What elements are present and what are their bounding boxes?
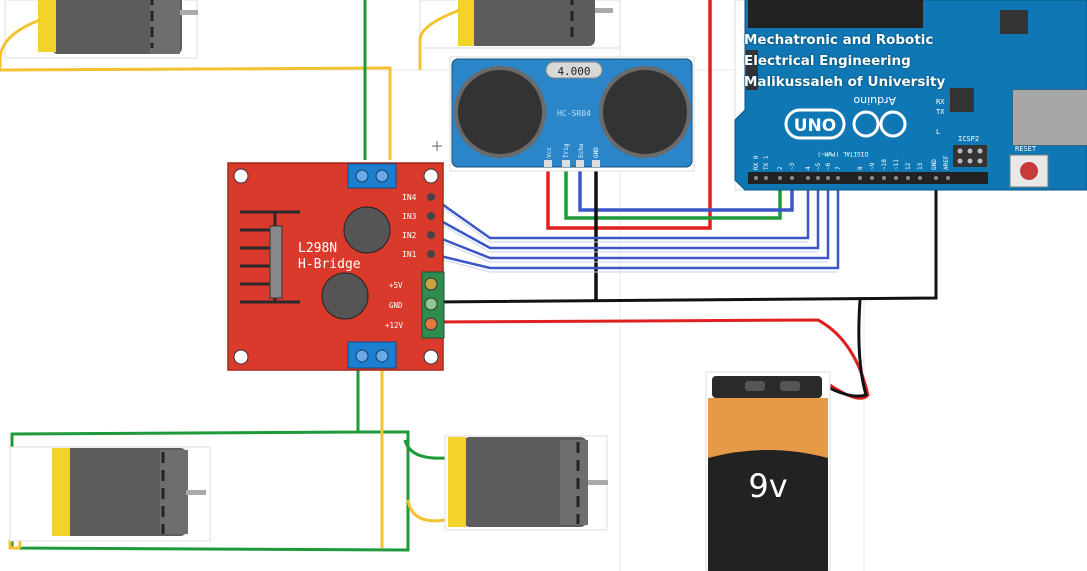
usb-connector (1013, 90, 1087, 145)
label-reset: RESET (1015, 145, 1037, 153)
label-l: L (936, 128, 940, 136)
ultrasonic-sensor: 4.000 HC-SR04 Vcc Trig Echo GND (449, 56, 695, 172)
icsp2-header (953, 145, 987, 167)
label-4: 4 (805, 166, 812, 170)
mount-hole (233, 168, 249, 184)
terminal-block-power (421, 271, 445, 339)
motor-top-left (4, 0, 198, 59)
sensor-pin-vcc: Vcc (546, 147, 553, 158)
pin-label-in2: IN2 (402, 231, 417, 240)
power-wires (431, 178, 938, 400)
caption-line-1: Mechatronic and Robotic (744, 32, 934, 48)
label-gnd: GND (931, 159, 938, 170)
pin-label-gnd: GND (389, 301, 403, 310)
sensor-model-label: HC-SR04 (557, 109, 591, 118)
label-12: 12 (905, 162, 912, 170)
label-5: ~5 (815, 162, 822, 170)
pin-label-in3: IN3 (402, 212, 417, 221)
label-rx: RX (936, 98, 945, 106)
plus-marker (432, 141, 442, 151)
crystal-display (545, 61, 603, 79)
pin-label-12v: +12V (385, 321, 404, 330)
header-strip-top (748, 0, 923, 28)
motor-wires-bottom (8, 370, 446, 552)
mount-hole (233, 349, 249, 365)
digital-header (748, 172, 988, 184)
driver-title-line1: L298N (298, 241, 337, 256)
arduino-uno-board: UNO Arduino RX TX L ICSP2 RESET DIGITAL … (734, 0, 1087, 191)
label-tx: TX (936, 108, 945, 116)
label-digital: DIGITAL (PWM~) (817, 150, 868, 157)
motor-bottom-left (9, 446, 211, 542)
label-3: ~3 (789, 162, 796, 170)
terminal-block-bottom (347, 341, 397, 369)
label-icsp2: ICSP2 (958, 135, 979, 143)
sensor-pin-trig: Trig (563, 143, 570, 158)
sensor-pin-gnd: GND (593, 147, 600, 158)
motor-bottom-right (444, 435, 608, 531)
label-10: ~10 (881, 159, 888, 170)
label-7: 7 (835, 166, 842, 170)
sensor-display-value: 4.000 (557, 65, 590, 78)
label-8: 8 (857, 166, 864, 170)
reset-button (1009, 154, 1049, 188)
capacitor (343, 206, 391, 254)
battery-voltage-label: 9v (748, 467, 787, 505)
label-rx0: RX 0 (753, 155, 760, 170)
pin-label-5v: +5V (389, 281, 403, 290)
l298n-driver-board: L298N H-Bridge IN4 IN3 IN2 IN1 +5V GND +… (227, 162, 445, 371)
signal-wires (431, 178, 840, 270)
motor-wires-top (0, 0, 461, 160)
label-aref: AREF (943, 155, 950, 170)
motor-top-right (419, 0, 621, 49)
label-11: ~11 (893, 159, 900, 170)
caption-line-3: Malikussaleh of University (744, 74, 946, 90)
transducer-right (599, 66, 691, 158)
label-2: 2 (777, 166, 784, 170)
label-9: ~9 (869, 162, 876, 170)
label-tx1: TX 1 (763, 155, 770, 170)
capacitor (321, 272, 369, 320)
terminal-block-top (347, 163, 397, 189)
watermark-caption: Mechatronic and Robotic Electrical Engin… (744, 30, 945, 93)
pin-label-in4: IN4 (402, 193, 417, 202)
pin-label-in1: IN1 (402, 250, 417, 259)
sensor-pin-echo: Echo (578, 143, 585, 158)
driver-title-line2: H-Bridge (298, 257, 361, 272)
sensor-wires (546, 0, 794, 302)
battery-clip (712, 376, 822, 398)
driver-input-pins (427, 193, 435, 258)
label-6: ~6 (825, 162, 832, 170)
arduino-model-label: UNO (794, 116, 836, 136)
arduino-logo: UNO Arduino (784, 94, 907, 140)
battery-9v: 9v (705, 371, 831, 571)
caption-line-2: Electrical Engineering (744, 53, 911, 69)
mount-hole (423, 349, 439, 365)
label-13: 13 (917, 162, 924, 170)
arduino-brand-label: Arduino (853, 94, 896, 107)
transducer-left (454, 66, 546, 158)
mount-hole (423, 168, 439, 184)
